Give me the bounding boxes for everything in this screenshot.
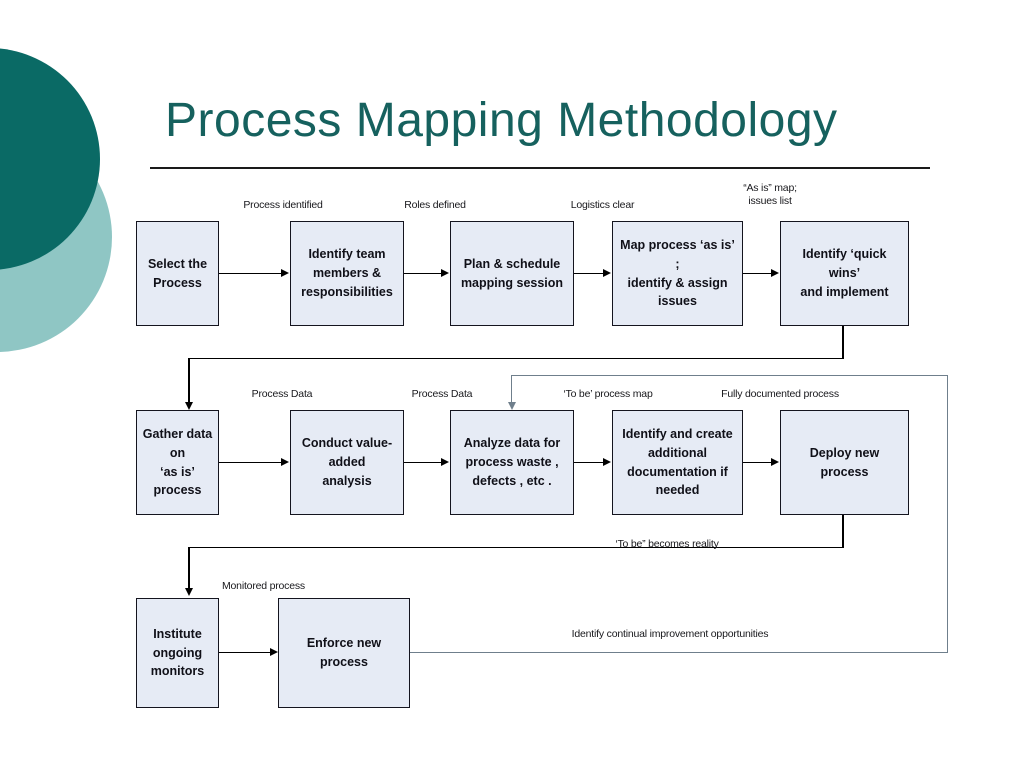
arrow-head-right [771,269,779,277]
node-line: Enforce new process [306,636,382,669]
node-map-process-as-is[interactable]: Map process ‘as is’ ; identify & assign … [612,221,743,326]
arrow-head-right [281,458,289,466]
decorative-circle-light [0,122,112,352]
connector-line-gray [511,374,513,406]
connector-line [188,546,190,591]
connector-line [842,515,844,548]
connector-line [219,272,282,275]
decorative-circle-dark [0,48,100,270]
edge-label-to-be-becomes-reality: ‘To be” becomes reality [615,538,719,550]
node-line: analysis [322,473,372,488]
node-line: Analyze data for [463,436,561,451]
node-analyze-data-waste[interactable]: Analyze data for process waste , defects… [450,410,574,515]
edge-label-logistics-clear: Logistics clear [570,199,635,211]
connector-line-gray [946,374,948,653]
node-deploy-new-process[interactable]: Deploy new process [780,410,909,515]
node-line: Identify team [308,247,386,262]
connector-line-gray [511,374,948,376]
node-line: issues [658,294,697,309]
node-plan-schedule-mapping[interactable]: Plan & schedule mapping session [450,221,574,326]
node-line: Identify ‘quick wins’ [802,247,887,281]
connector-line [219,461,282,464]
arrow-head-right [441,269,449,277]
edge-label-as-is-map-issues-list: “As is” map; issues list [743,182,797,208]
node-line: responsibilities [301,284,393,299]
node-line: needed [655,483,700,498]
node-line: Institute ongoing [152,626,203,660]
node-line: identify & assign [627,275,728,290]
node-identify-team-members[interactable]: Identify team members & responsibilities [290,221,404,326]
node-enforce-new-process[interactable]: Enforce new process [278,598,410,708]
arrow-head-down-gray [507,402,516,410]
connector-line [404,461,442,464]
arrow-head-right [771,458,779,466]
node-identify-quick-wins[interactable]: Identify ‘quick wins’ and implement [780,221,909,326]
connector-line [188,357,844,360]
node-line: members & [312,266,382,281]
arrow-head-right [603,458,611,466]
arrow-head-right [603,269,611,277]
node-gather-data-as-is[interactable]: Gather data on ‘as is’ process [136,410,219,515]
page-title: Process Mapping Methodology [165,94,838,147]
node-line: process waste , [465,455,559,470]
connector-line [574,272,604,275]
connector-line [188,357,190,406]
node-line: additional [647,445,707,460]
connector-line [842,326,844,359]
edge-label-roles-defined: Roles defined [404,199,466,211]
connector-line [743,272,772,275]
node-line: defects , etc . [472,473,552,488]
edge-label-fully-documented-process: Fully documented process [721,388,839,400]
connector-line [188,546,844,549]
node-line: Deploy new process [809,445,880,479]
node-line: mapping session [460,275,564,290]
node-line: Gather data on [142,427,213,460]
node-line: Conduct value-added [301,436,393,470]
edge-label-process-identified: Process identified [243,199,323,211]
arrow-head-down [185,588,193,596]
node-select-the-process[interactable]: Select the Process [136,221,219,326]
node-line: and implement [800,284,889,299]
edge-label-to-be-process-map: ‘To be’ process map [563,388,653,400]
connector-line [404,272,442,275]
node-line: Map process ‘as is’ ; [620,238,735,271]
node-identify-create-docs[interactable]: Identify and create additional documenta… [612,410,743,515]
connector-line [743,461,772,464]
node-conduct-value-added[interactable]: Conduct value-added analysis [290,410,404,515]
title-divider [150,167,930,169]
node-line: Select the [147,256,208,271]
node-line: Identify and create [622,427,733,441]
node-line: documentation if [627,464,728,479]
arrow-head-right [270,648,278,656]
edge-label-process-data-2: Process Data [411,388,473,400]
connector-line-gray [410,651,948,653]
node-line: ‘as is’ process [153,464,202,498]
node-line: Plan & schedule [463,256,561,271]
edge-label-monitored-process: Monitored process [222,580,305,592]
node-line: monitors [150,664,205,679]
edge-label-identify-continual-improvement: Identify continual improvement opportuni… [571,628,769,640]
arrow-head-right [281,269,289,277]
arrow-head-down [185,402,193,410]
node-line: Process [153,275,202,290]
connector-line [219,651,271,654]
node-institute-ongoing-monitors[interactable]: Institute ongoing monitors [136,598,219,708]
connector-line [574,461,604,464]
arrow-head-right [441,458,449,466]
edge-label-process-data-1: Process Data [251,388,313,400]
